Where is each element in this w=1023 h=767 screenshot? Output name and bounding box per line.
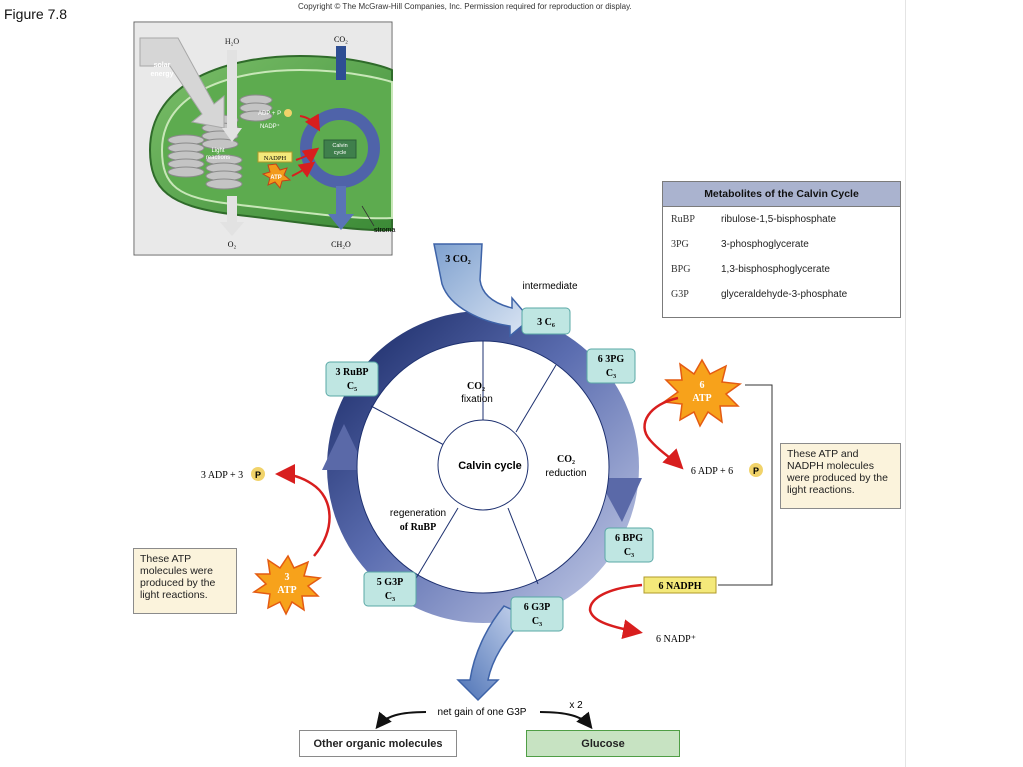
fixation-label-2: fixation	[461, 394, 493, 405]
nadp6-label: 6 NADP⁺	[656, 634, 696, 645]
adp-p-label: ADP + P	[258, 111, 281, 117]
metabolite-row: 3PG 3-phosphoglycerate	[663, 232, 900, 257]
solar-label-2: energy	[151, 71, 174, 78]
page-divider	[905, 0, 906, 767]
atp6-label: ATP	[692, 393, 711, 404]
co2-input-label: 3 CO₂	[445, 254, 471, 265]
other-organic-molecules-box: Other organic molecules	[299, 730, 457, 757]
adp3-label: 3 ADP + 3	[201, 470, 243, 481]
mini-calvin-label-2: cycle	[334, 150, 347, 156]
net-gain-label: net gain of one G3P	[438, 707, 527, 718]
fixation-label-1: CO₂	[467, 381, 485, 392]
metabolite-name: 3-phosphoglycerate	[721, 239, 809, 250]
regen-label-2: of RuBP	[400, 522, 436, 533]
g3p-output-arrow	[456, 605, 528, 702]
mini-calvin-label-1: Calvin	[332, 143, 347, 149]
atp3-label: ATP	[277, 585, 296, 596]
h2o-label: H₂O	[225, 37, 240, 46]
glucose-box: Glucose	[526, 730, 680, 757]
regen-label-1: regeneration	[390, 508, 446, 519]
metabolite-name: ribulose-1,5-bisphosphate	[721, 214, 837, 225]
ch2o-arrow	[328, 214, 354, 230]
metabolite-abbr: RuBP	[671, 214, 695, 225]
outputs: net gain of one G3P x 2	[375, 700, 593, 730]
solar-label-1: solar	[154, 62, 171, 69]
nadph-inset-label: NADPH	[264, 155, 287, 162]
node-5g3p: 5 G3P C₃	[363, 571, 417, 607]
times-two-label: x 2	[569, 700, 583, 711]
light-label-1: Light	[211, 148, 224, 154]
svg-text:C₅: C₅	[347, 381, 357, 392]
metabolite-abbr: 3PG	[671, 239, 689, 250]
node-bpg: 6 BPG C₃	[604, 527, 654, 563]
co2-label: CO₂	[334, 35, 348, 44]
svg-text:3 RuBP: 3 RuBP	[335, 367, 368, 378]
svg-text:6 3PG: 6 3PG	[598, 354, 625, 365]
ring-arrowhead-left	[322, 424, 366, 470]
o2-label: O₂	[228, 240, 237, 249]
o2-arrow	[220, 222, 244, 236]
adp6-label: 6 ADP + 6	[691, 466, 733, 477]
p6-label: P	[753, 466, 759, 476]
copyright-notice: Copyright © The McGraw-Hill Companies, I…	[298, 2, 632, 11]
nadph6-label: 6 NADPH	[658, 581, 701, 592]
ch2o-label: CH₂O	[331, 240, 351, 249]
svg-text:C₃: C₃	[532, 616, 542, 627]
reduction-label-1: CO₂	[557, 454, 575, 465]
svg-text:5 G3P: 5 G3P	[377, 577, 403, 588]
nadp-label: NADP⁺	[260, 123, 280, 130]
metabolites-table: Metabolites of the Calvin Cycle RuBP rib…	[662, 181, 901, 318]
svg-text:C₃: C₃	[606, 368, 616, 379]
calvin-cycle: Calvin cycle CO₂ fixation CO₂ reduction …	[322, 243, 654, 702]
ring-arrowhead-right	[598, 478, 642, 522]
metabolite-row: BPG 1,3-bisphosphoglycerate	[663, 257, 900, 282]
atp-inset-burst	[261, 163, 292, 190]
cycle-center-circle	[437, 419, 529, 511]
chloroplast-inset: solar energy H₂O O₂ CO₂ Calvin cycle CH₂…	[133, 21, 396, 256]
metabolite-abbr: G3P	[671, 289, 689, 300]
energy-inputs: 6 ATP 6 ADP + 6 P 6 NADPH 6 NADP⁺ 3 ATP …	[201, 358, 773, 645]
h2o-arrow	[222, 128, 242, 142]
svg-text:C₃: C₃	[385, 591, 395, 602]
p3-label: P	[255, 470, 261, 480]
reduction-label-2: reduction	[545, 468, 586, 479]
cycle-center-label: Calvin cycle	[458, 460, 522, 472]
light-label-2: reactions	[206, 155, 230, 161]
atp3-burst	[251, 554, 323, 616]
atp6-num: 6	[700, 380, 705, 391]
metabolite-row: RuBP ribulose-1,5-bisphosphate	[663, 207, 900, 232]
svg-text:6 BPG: 6 BPG	[615, 533, 643, 544]
metabolite-abbr: BPG	[671, 264, 691, 275]
metabolites-title: Metabolites of the Calvin Cycle	[663, 182, 900, 207]
atp-inset-label: ATP	[270, 175, 282, 181]
figure-label: Figure 7.8	[4, 6, 68, 22]
stroma-label: stroma	[374, 227, 396, 234]
svg-text:6 G3P: 6 G3P	[524, 602, 550, 613]
svg-text:3 C₆: 3 C₆	[537, 317, 555, 328]
node-3pg: 6 3PG C₃	[586, 348, 636, 384]
intermediate-label: intermediate	[522, 281, 577, 292]
metabolite-name: glyceraldehyde-3-phosphate	[721, 289, 848, 300]
co2-input-arrow	[433, 243, 532, 338]
metabolite-name: 1,3-bisphosphoglycerate	[721, 264, 830, 275]
solar-energy-arrow	[139, 37, 225, 129]
node-3c6: 3 C₆	[521, 307, 571, 335]
atp3-num: 3	[285, 572, 290, 583]
atp6-burst	[661, 358, 743, 428]
metabolite-row: G3P glyceraldehyde-3-phosphate	[663, 282, 900, 307]
note-left: These ATP molecules were produced by the…	[133, 548, 237, 614]
note-right: These ATP and NADPH molecules were produ…	[780, 443, 901, 509]
svg-text:C₃: C₃	[624, 547, 634, 558]
node-rubp: 3 RuBP C₅	[325, 361, 379, 397]
node-6g3p: 6 G3P C₃	[510, 596, 564, 632]
